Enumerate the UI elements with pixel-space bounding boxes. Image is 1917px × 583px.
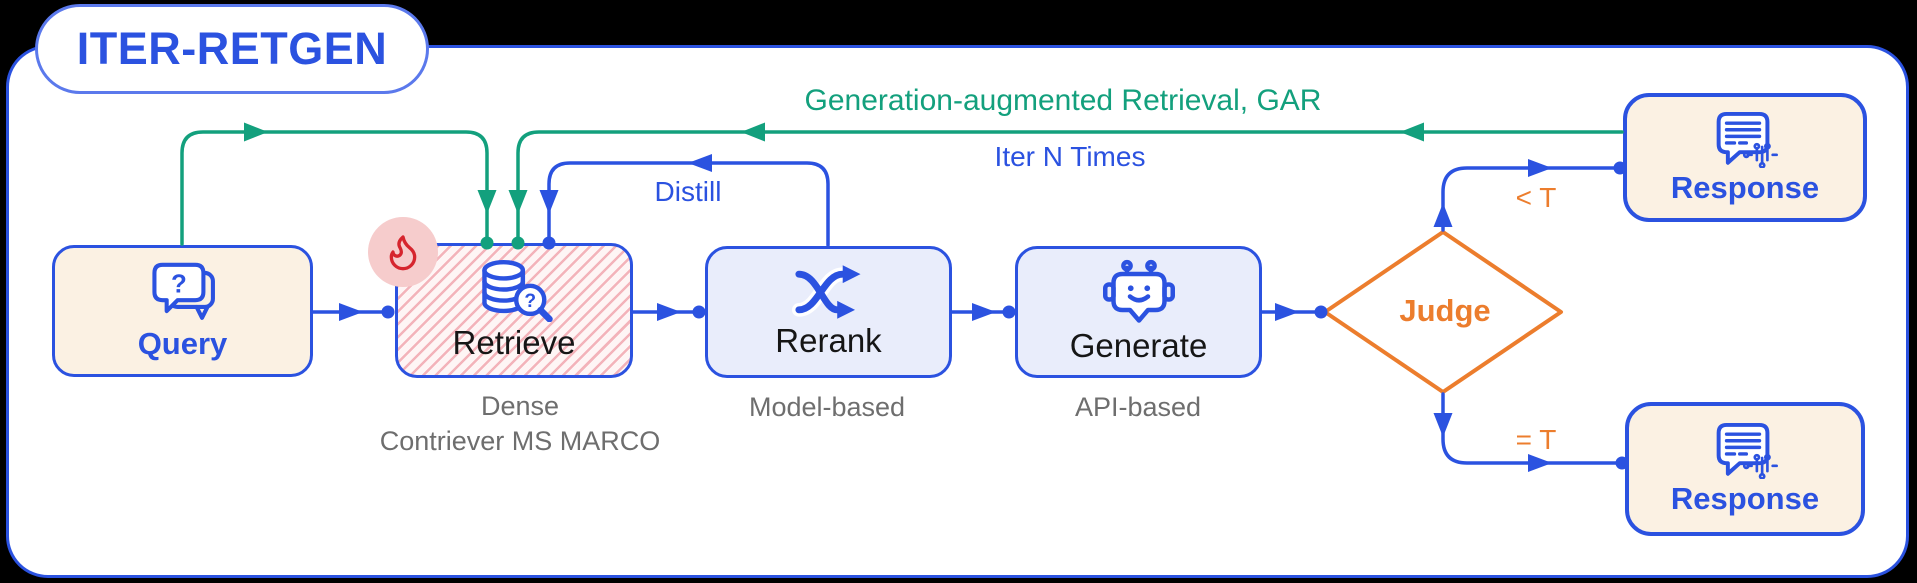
question-chat-icon: ?: [151, 262, 215, 320]
svg-text:?: ?: [524, 291, 536, 312]
title-pill: ITER-RETGEN: [35, 4, 429, 94]
retrieve-sublabel: Dense Contriever MS MARCO: [379, 391, 661, 456]
response-document-circuit-icon: [1716, 111, 1778, 168]
shuffle-icon: [791, 265, 861, 319]
database-search-icon: ?: [482, 259, 553, 322]
response-top-label: Response: [1670, 169, 1820, 205]
query-node-label: Query: [137, 326, 228, 361]
less-than-t-label: < T: [1515, 182, 1557, 213]
retrieve-node-label: Retrieve: [452, 323, 576, 361]
retrieve-node: ? Retrieve: [395, 243, 633, 378]
generate-node-label: Generate: [1069, 327, 1208, 364]
diagram-title: ITER-RETGEN: [76, 23, 388, 74]
rerank-sublabel: Model-based: [748, 392, 906, 422]
generate-sublabel: API-based: [1074, 392, 1202, 422]
robot-chat-icon: [1102, 259, 1175, 323]
flame-icon: [389, 235, 417, 271]
distill-edge-label: Distill: [654, 176, 722, 207]
rerank-node: Rerank: [705, 246, 952, 378]
generate-node: Generate: [1015, 246, 1262, 378]
iter-n-times-label: Iter N Times: [994, 141, 1146, 172]
judge-label: Judge: [1399, 293, 1491, 328]
response-bottom-label: Response: [1670, 481, 1820, 516]
svg-text:?: ?: [171, 271, 187, 299]
equal-t-label: = T: [1515, 424, 1557, 455]
query-node: ? Query: [52, 245, 313, 377]
response-node-top: Response: [1623, 93, 1867, 222]
fine-tuned-badge: [368, 217, 438, 287]
gar-edge-label: Generation-augmented Retrieval, GAR: [804, 84, 1322, 117]
response-node-bottom: Response: [1625, 402, 1865, 536]
rerank-node-label: Rerank: [775, 322, 882, 359]
response-document-circuit-icon: [1716, 422, 1778, 479]
